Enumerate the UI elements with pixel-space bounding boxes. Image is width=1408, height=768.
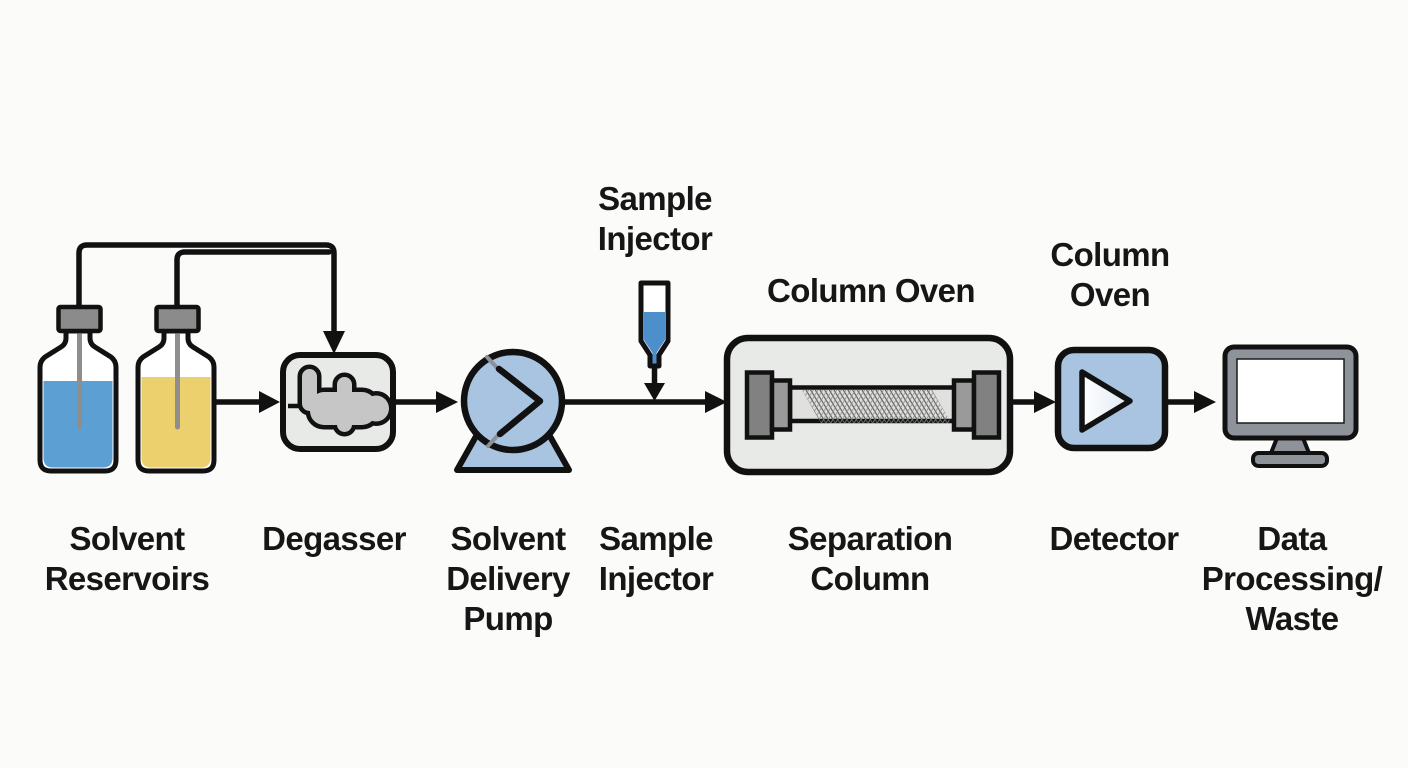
- flow-arrowheads: [259, 383, 1216, 413]
- sample-injector-icon: [638, 280, 671, 369]
- label-separation-column: Separation Column: [787, 520, 953, 597]
- label-column-oven: Column Oven: [767, 272, 976, 309]
- column-cap-left-inner: [769, 378, 793, 432]
- tube-bottle-a: [76, 242, 337, 336]
- solvent-bottle-b-icon: [135, 304, 217, 474]
- bottle-a-cap: [56, 304, 103, 334]
- label-column-oven-detector: Column Oven: [1050, 236, 1170, 313]
- tube-bottle-b: [174, 249, 332, 312]
- arrowhead-oven: [705, 391, 727, 413]
- label-solvent-reservoirs: Solvent Reservoirs: [44, 520, 210, 597]
- column-cap-right-inner: [951, 378, 977, 432]
- label-data-processing-waste: Data Processing/ Waste: [1201, 520, 1383, 637]
- arrowhead-into-degasser: [323, 331, 345, 354]
- monitor-icon: [1222, 344, 1359, 468]
- label-solvent-delivery-pump: Solvent Delivery Pump: [446, 520, 570, 637]
- degasser-icon: [280, 352, 396, 452]
- detector-triangle: [1079, 369, 1133, 433]
- arrowhead-injector: [644, 383, 665, 401]
- label-degasser: Degasser: [262, 520, 406, 557]
- degasser-chamber-fill: [302, 369, 389, 432]
- monitor-screen: [1236, 358, 1345, 424]
- arrowhead-degasser: [259, 391, 280, 413]
- tubing-lines: [76, 242, 337, 336]
- column-packing-hatch-cross: [802, 390, 951, 423]
- label-detector: Detector: [1049, 520, 1179, 557]
- column-cap-right-outer: [971, 370, 1002, 440]
- column-oven-icon: [723, 334, 1014, 476]
- injector-vial-liquid: [644, 312, 665, 364]
- solvent-bottle-a-icon: [37, 304, 119, 474]
- pump-vanes: [495, 365, 544, 438]
- monitor-base: [1251, 451, 1329, 468]
- arrowhead-monitor: [1194, 391, 1216, 413]
- arrowhead-pump: [436, 391, 458, 413]
- detector-icon: [1054, 346, 1169, 452]
- label-sample-injector-top: Sample Injector: [597, 180, 713, 257]
- column-end-fittings: [744, 370, 1002, 440]
- pump-circle: [460, 348, 566, 454]
- label-sample-injector-bottom: Sample Injector: [598, 520, 714, 597]
- arrowhead-detector: [1034, 391, 1056, 413]
- column-cap-left-outer: [744, 370, 775, 440]
- pump-icon: [454, 348, 572, 473]
- bottle-b-cap: [154, 304, 201, 334]
